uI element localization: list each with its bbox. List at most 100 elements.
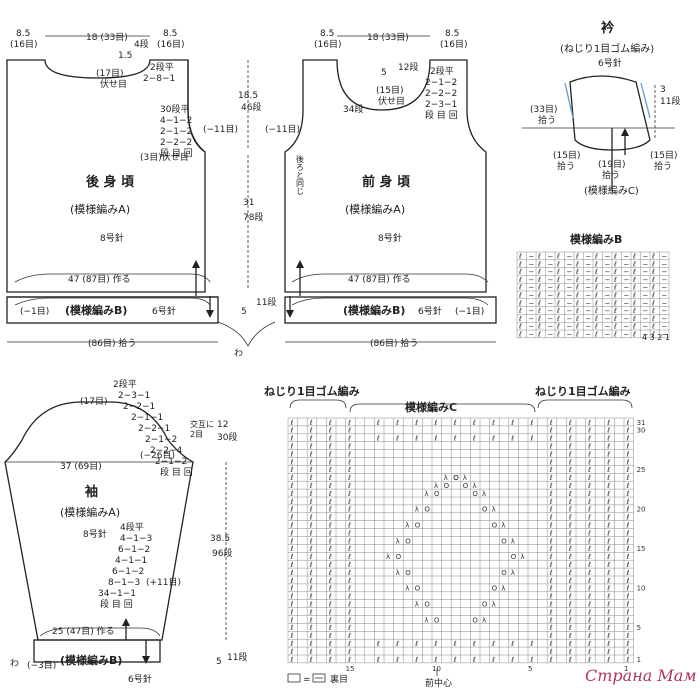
patternC-twist-cell: ℓ: [587, 482, 591, 490]
patternB-cell: ℓ: [556, 292, 560, 300]
patternB-cell: ℓ: [537, 323, 541, 331]
svg-text:2−2−1: 2−2−1: [123, 402, 155, 412]
patternC-twist-cell: ℓ: [309, 545, 313, 553]
patternC-twist-cell: ℓ: [587, 585, 591, 593]
patternB-cell: ℓ: [651, 292, 655, 300]
patternB-cell: −: [624, 299, 630, 307]
patternB-cell: ℓ: [537, 331, 541, 339]
patternC-twist-cell: ℓ: [568, 577, 572, 585]
patternC-twist-cell: ℓ: [347, 522, 351, 530]
patternC-motif-cell: O: [434, 490, 440, 498]
patternC-motif-cell: O: [482, 506, 488, 514]
svg-text:2−1−1: 2−1−1: [131, 413, 163, 423]
patternB-cell: −: [662, 292, 668, 300]
patternB-cell: ℓ: [632, 253, 636, 261]
patternC-motif-cell: λ: [482, 616, 486, 624]
patternC-twist-cell: ℓ: [626, 435, 630, 443]
patternC-twist-cell: ℓ: [328, 632, 332, 640]
patternC-motif-cell: λ: [405, 522, 409, 530]
patternC-twist-cell: ℓ: [309, 569, 313, 577]
patternB-cell: ℓ: [613, 299, 617, 307]
patternC-twist-cell: ℓ: [309, 435, 313, 443]
patternB-cell: ℓ: [518, 292, 522, 300]
front-top-mid: 18 (33目): [367, 32, 409, 43]
sleeve-cross-note-2: 2目: [190, 430, 203, 439]
back-arm-side: (−11目): [203, 124, 238, 135]
svg-text:(15目): (15目): [553, 150, 580, 161]
svg-text:2−3−1: 2−3−1: [118, 391, 150, 401]
patternB-cell: −: [529, 260, 535, 268]
patternB-cell: −: [643, 253, 649, 261]
patternC-twist-cell: ℓ: [587, 640, 591, 648]
patternC-twist-cell: ℓ: [626, 593, 630, 601]
back-top-left-cm: 8.5: [16, 29, 30, 39]
patternB-cell: −: [586, 260, 592, 268]
patternC-twist-cell: ℓ: [309, 498, 313, 506]
back-neck-bind: 伏せ目: [100, 78, 127, 90]
patternB-cell: ℓ: [518, 276, 522, 284]
patternC-motif-cell: O: [415, 585, 421, 593]
patternC-twist-cell: ℓ: [606, 522, 610, 530]
svg-text:段 目 回: 段 目 回: [425, 109, 458, 121]
patternC-cell: ℓ: [510, 640, 514, 648]
patternC-twist-cell: ℓ: [347, 656, 351, 664]
patternC-twist-cell: ℓ: [606, 506, 610, 514]
patternB-chart: ℓ−ℓ−ℓ−ℓ−ℓ−ℓ−ℓ−ℓ−ℓ−ℓ−ℓ−ℓ−ℓ−ℓ−ℓ−ℓ−ℓ−ℓ−ℓ−ℓ−…: [516, 251, 670, 339]
svg-text:4−1−3: 4−1−3: [120, 534, 152, 544]
patternB-cell: ℓ: [575, 307, 579, 315]
patternC-twist-cell: ℓ: [347, 593, 351, 601]
back-neck-dec-2: 2−8−1: [143, 74, 175, 84]
patternC-cell: ℓ: [510, 419, 514, 427]
patternC-twist-cell: ℓ: [606, 537, 610, 545]
patternC-twist-cell: ℓ: [309, 624, 313, 632]
patternC-motif-cell: O: [396, 553, 402, 561]
svg-text:拾う: 拾う: [602, 169, 620, 181]
patternC-twist-cell: ℓ: [309, 506, 313, 514]
patternC-twist-cell: ℓ: [309, 514, 313, 522]
patternC-twist-cell: ℓ: [328, 624, 332, 632]
svg-text:わ: わ: [234, 348, 243, 359]
front-rib: (模様編みB): [343, 303, 405, 317]
patternC-twist-cell: ℓ: [328, 601, 332, 609]
patternC-twist-cell: ℓ: [347, 585, 351, 593]
patternC-twist-cell: ℓ: [549, 427, 553, 435]
patternC-twist-cell: ℓ: [587, 490, 591, 498]
patternC-motif-cell: O: [482, 601, 488, 609]
patternC-twist-cell: ℓ: [290, 529, 294, 537]
patternC-twist-cell: ℓ: [309, 656, 313, 664]
patternB-cell: −: [605, 276, 611, 284]
patternB-cell: −: [624, 331, 630, 339]
sleeve-cast-on: 25 (47目) 作る: [52, 625, 115, 637]
patternC-motif-cell: O: [405, 537, 411, 545]
patternC-twist-cell: ℓ: [309, 419, 313, 427]
patternC-twist-cell: ℓ: [626, 656, 630, 664]
patternC-twist-cell: ℓ: [549, 593, 553, 601]
patternB-cell: −: [548, 315, 554, 323]
patternC-twist-cell: ℓ: [549, 490, 553, 498]
back-armhole-decrease: 30段平 4−1−2 2−1−2 2−2−2 段 目 回: [160, 103, 193, 159]
patternC-twist-cell: ℓ: [549, 458, 553, 466]
patternC-twist-cell: ℓ: [606, 616, 610, 624]
patternC-twist-cell: ℓ: [309, 593, 313, 601]
patternC-cell: ℓ: [376, 435, 380, 443]
patternC-cell: ℓ: [434, 419, 438, 427]
patternB-cell: −: [586, 331, 592, 339]
patternB-cell: −: [643, 299, 649, 307]
collar-diagram: [522, 75, 675, 190]
patternB-cell: −: [662, 268, 668, 276]
svg-text:段 目 回: 段 目 回: [160, 147, 193, 159]
patternB-cell: ℓ: [632, 315, 636, 323]
patternC-twist-cell: ℓ: [549, 529, 553, 537]
patternB-cell: ℓ: [613, 323, 617, 331]
patternB-cell: −: [586, 268, 592, 276]
patternB-cell: −: [643, 331, 649, 339]
patternB-cell: ℓ: [556, 276, 560, 284]
patternC-motif-cell: λ: [415, 601, 419, 609]
svg-text:2−2−2: 2−2−2: [160, 138, 192, 148]
vertical-dimensions: 18.5 46段 31 78段 5 11段 わ: [217, 60, 276, 359]
patternC-twist-cell: ℓ: [347, 419, 351, 427]
patternB-cell: −: [586, 284, 592, 292]
patternC-twist-cell: ℓ: [587, 577, 591, 585]
patternC-twist-cell: ℓ: [309, 537, 313, 545]
